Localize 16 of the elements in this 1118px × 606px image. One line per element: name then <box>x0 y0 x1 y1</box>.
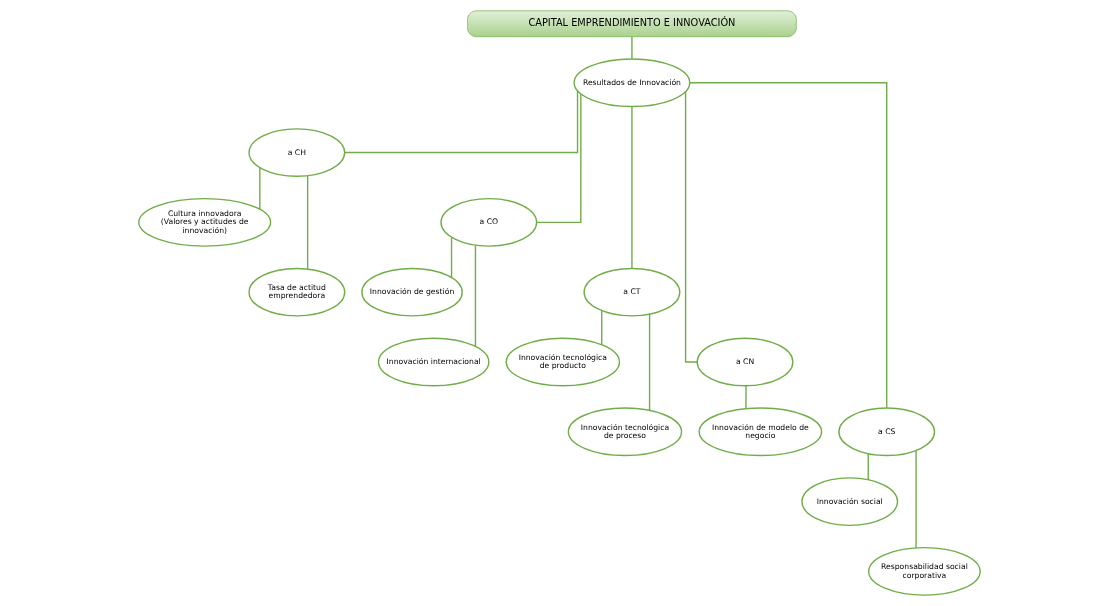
connector <box>684 91 698 363</box>
connector <box>535 93 582 224</box>
connector <box>474 244 476 348</box>
connector <box>343 90 578 154</box>
connector <box>258 167 261 210</box>
connector <box>630 36 633 60</box>
connector <box>600 310 602 346</box>
connector <box>914 449 917 549</box>
connector <box>648 313 650 411</box>
node-box: CAPITAL EMPRENDIMIENTO E INNOVACIÓN <box>466 10 797 38</box>
connector <box>630 105 633 270</box>
connector <box>744 385 747 410</box>
connector <box>688 82 887 409</box>
connector <box>867 453 869 481</box>
connector <box>450 236 452 279</box>
connector <box>306 175 308 270</box>
